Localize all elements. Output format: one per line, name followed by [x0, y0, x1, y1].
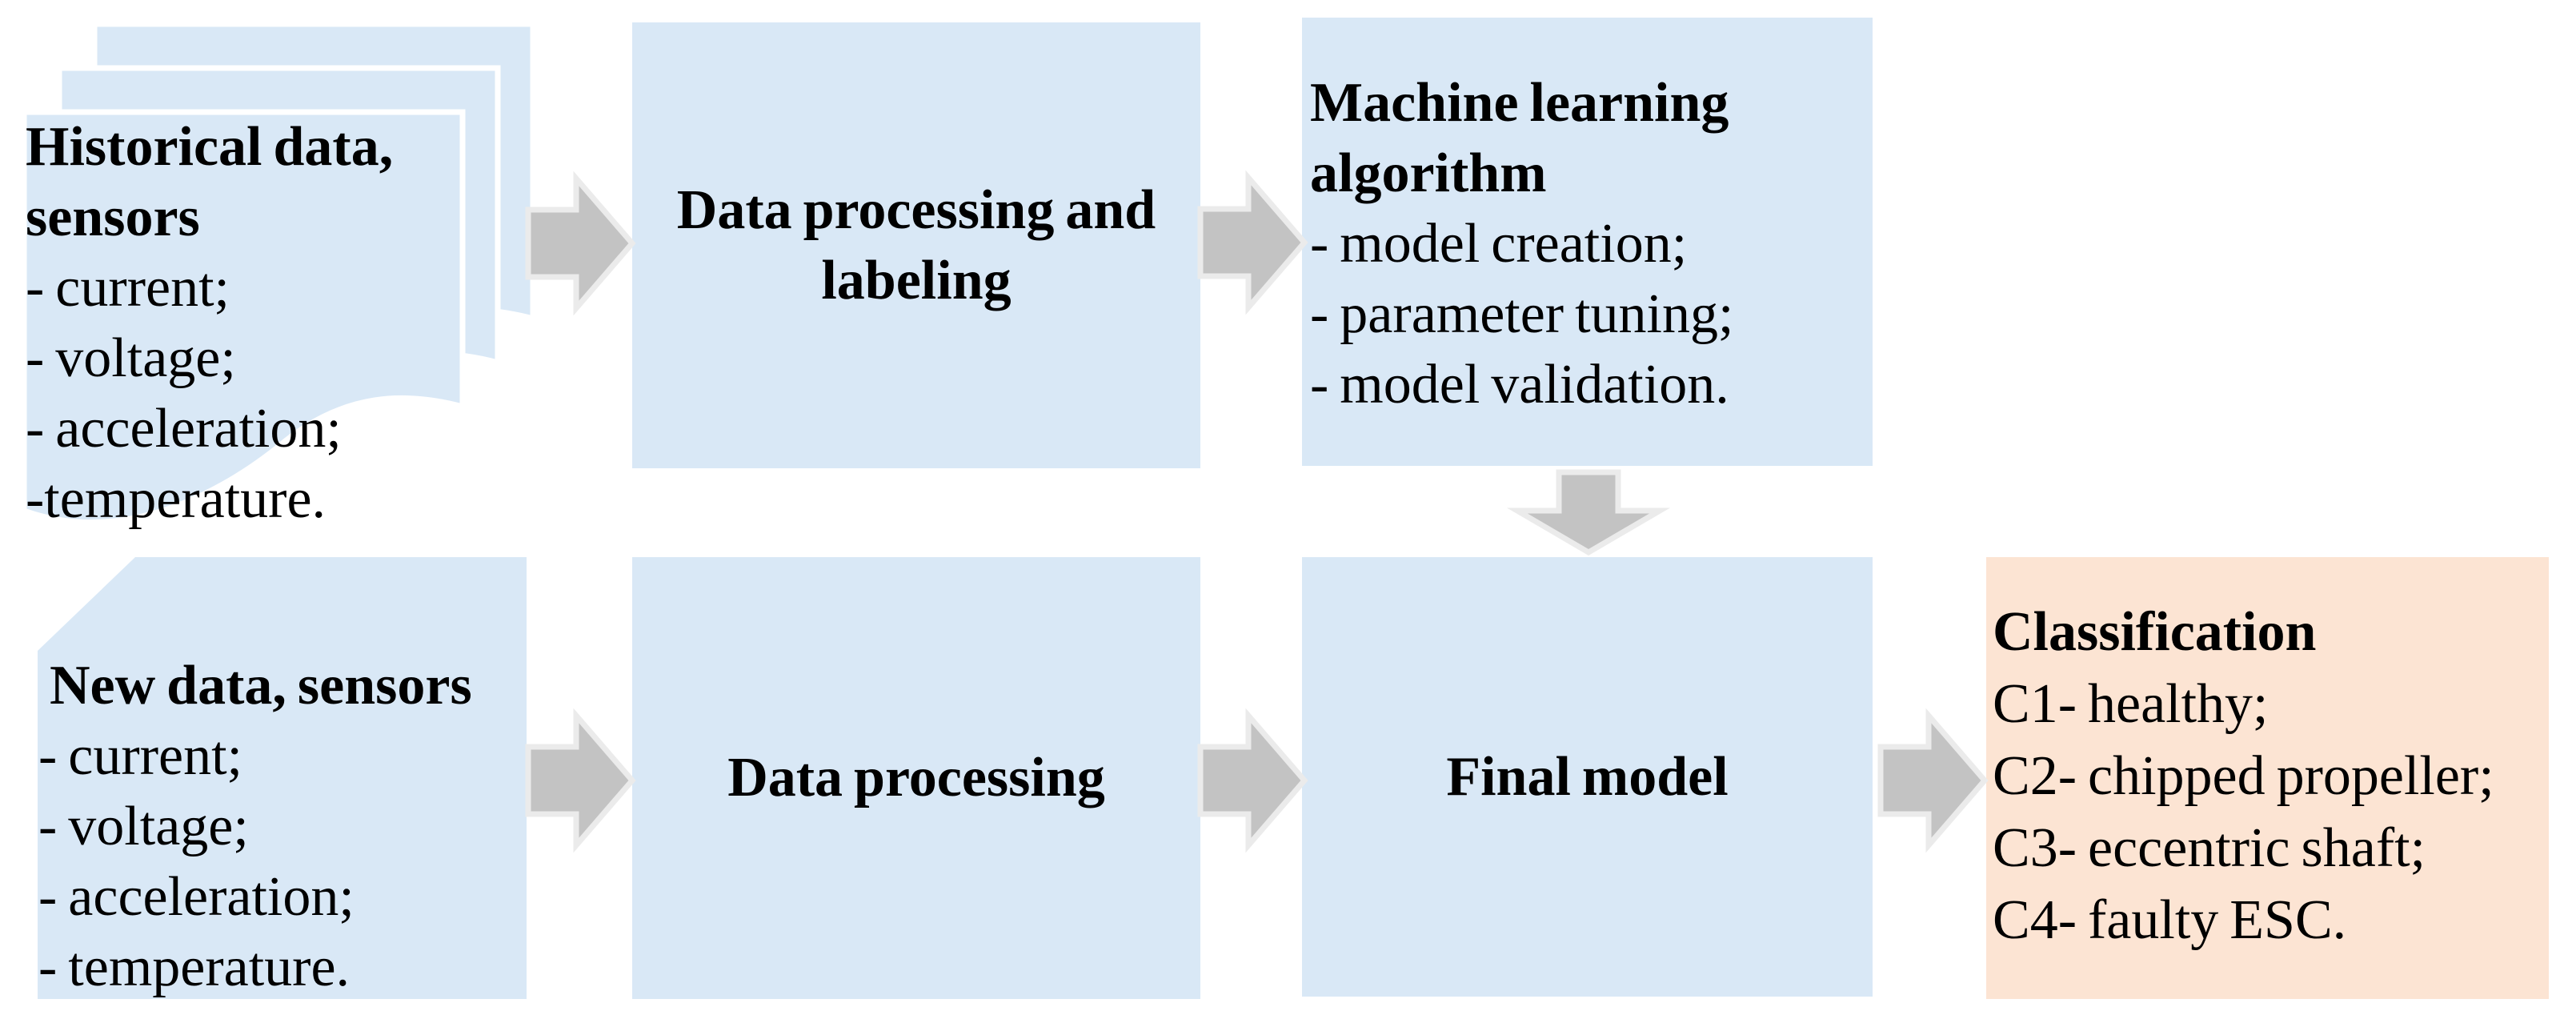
- list-item: C3- eccentric shaft;: [1993, 817, 2426, 879]
- arrow-down-icon: [1507, 469, 1670, 556]
- document-front-sheet: [21, 109, 466, 525]
- box-title: Data processing and labeling: [677, 175, 1156, 316]
- arrow-right-icon: [1877, 708, 1989, 853]
- title-line: labeling: [821, 249, 1012, 311]
- title-line: sensors: [26, 187, 200, 248]
- list-item: C2- chipped propeller;: [1993, 745, 2494, 807]
- list-item: - model validation.: [1310, 354, 1729, 415]
- list-item: - model creation;: [1310, 213, 1688, 275]
- list-item: C1- healthy;: [1993, 673, 2269, 735]
- list-item: - parameter tuning;: [1310, 283, 1734, 345]
- box-data-processing: Data processing: [632, 557, 1200, 999]
- arrow-right-icon: [1197, 708, 1308, 853]
- arrow-right-icon: [525, 171, 636, 316]
- list-item: C4- faulty ESC.: [1993, 889, 2347, 951]
- machine-learning-text: Machine learning algorithm - model creat…: [1310, 68, 1733, 420]
- box-classification: [1986, 557, 2549, 999]
- list-item: - voltage;: [38, 796, 249, 857]
- new-data-card-shape: [38, 557, 527, 999]
- new-data-text: New data, sensors - current; - voltage; …: [38, 651, 472, 1003]
- title-line: New data, sensors: [50, 655, 472, 716]
- list-item: - acceleration;: [38, 866, 355, 928]
- box-final-model: Final model: [1302, 557, 1873, 997]
- list-item: - voltage;: [26, 327, 236, 389]
- historical-data-text: Historical data, sensors - current; - vo…: [26, 112, 393, 535]
- title-line: Historical data,: [26, 116, 394, 178]
- box-title: Data processing: [727, 747, 1105, 808]
- title-line: algorithm: [1310, 142, 1547, 204]
- title-line: Data processing and: [676, 179, 1156, 241]
- arrow-right-icon: [525, 708, 636, 853]
- title-line: Classification: [1993, 601, 2317, 663]
- arrow-right-icon: [1197, 170, 1308, 315]
- multidocument-icon: [21, 21, 536, 525]
- box-machine-learning-algorithm: [1302, 18, 1873, 466]
- title-line: Machine learning: [1310, 72, 1729, 134]
- list-item: - temperature.: [38, 937, 351, 998]
- list-item: - current;: [26, 257, 230, 319]
- list-item: -temperature.: [26, 468, 327, 530]
- box-title: Final model: [1446, 745, 1729, 808]
- classification-text: Classification C1- healthy; C2- chipped …: [1993, 596, 2494, 957]
- list-item: - current;: [38, 725, 242, 787]
- box-data-processing-labeling: Data processing and labeling: [632, 22, 1200, 468]
- list-item: - acceleration;: [26, 398, 342, 459]
